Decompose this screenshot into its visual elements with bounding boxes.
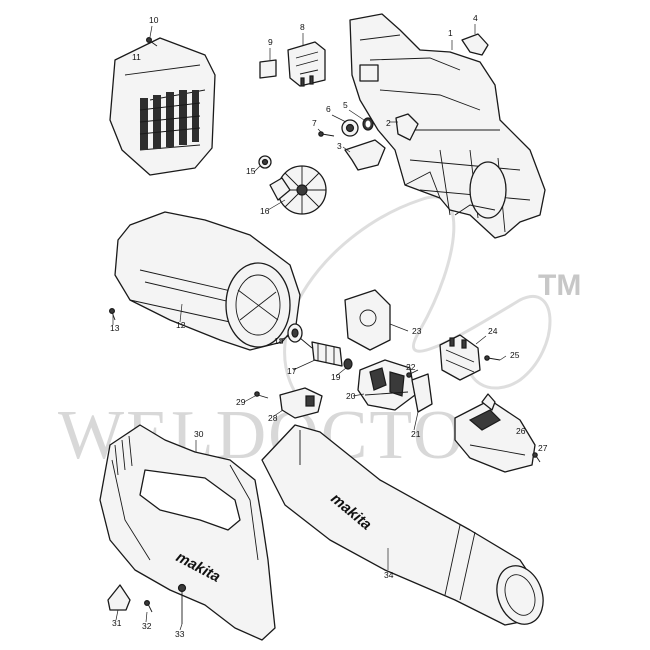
callout-34: 34 bbox=[384, 570, 394, 580]
callout-12: 12 bbox=[176, 320, 186, 330]
part-16-fan bbox=[269, 165, 327, 215]
leader-line-6 bbox=[331, 114, 347, 123]
part-11-fan-shroud bbox=[109, 37, 216, 176]
part-26-rear-cover bbox=[454, 393, 536, 473]
part-15-nut bbox=[258, 155, 272, 169]
part-2-switch-lever bbox=[395, 113, 419, 141]
leader-line-17 bbox=[292, 359, 316, 371]
leader-line-10 bbox=[149, 25, 153, 38]
watermark-swoosh bbox=[283, 195, 552, 401]
callout-30: 30 bbox=[194, 429, 204, 439]
part-9-pad bbox=[259, 59, 277, 79]
callout-8: 8 bbox=[300, 22, 305, 32]
part-23-plate bbox=[344, 289, 391, 351]
part-20-stator bbox=[357, 359, 416, 411]
leader-line-12 bbox=[179, 303, 183, 323]
callout-7: 7 bbox=[312, 118, 317, 128]
part-1-main-housing bbox=[349, 13, 546, 239]
leader-line-28 bbox=[273, 409, 284, 417]
callout-29: 29 bbox=[236, 397, 246, 407]
callout-6: 6 bbox=[326, 104, 331, 114]
callout-11: 11 bbox=[132, 52, 141, 62]
leader-line-20 bbox=[352, 393, 365, 397]
part-21-bracket bbox=[411, 373, 433, 413]
callout-24: 24 bbox=[488, 326, 498, 336]
part-24-controller bbox=[439, 334, 481, 381]
watermark-trademark: TM bbox=[538, 269, 581, 302]
part-28-switch-unit bbox=[279, 387, 323, 419]
callout-3: 3 bbox=[337, 141, 342, 151]
callout-25: 25 bbox=[510, 350, 520, 360]
leader-line-3 bbox=[342, 146, 351, 153]
leader-line-24 bbox=[475, 335, 487, 345]
part-34-nozzle: makita bbox=[261, 424, 544, 626]
part-13-screw bbox=[108, 308, 116, 321]
callout-5: 5 bbox=[343, 100, 348, 110]
part-29-screw bbox=[254, 391, 269, 399]
part-3-trigger bbox=[344, 139, 386, 171]
leader-line-29 bbox=[243, 395, 256, 403]
leader-line-19 bbox=[335, 367, 347, 377]
callout-33: 33 bbox=[175, 629, 185, 639]
part-17-rotor bbox=[299, 337, 343, 367]
callout-13: 13 bbox=[110, 323, 120, 333]
callout-21: 21 bbox=[411, 429, 421, 439]
callout-10: 10 bbox=[149, 15, 159, 25]
leader-line-32 bbox=[145, 611, 148, 623]
leader-line-25 bbox=[499, 355, 507, 361]
callout-17: 17 bbox=[287, 366, 297, 376]
callout-19: 19 bbox=[331, 372, 341, 382]
leader-line-21 bbox=[413, 411, 419, 431]
part-8-terminal bbox=[287, 41, 326, 87]
part-27-screw bbox=[532, 452, 541, 463]
callout-2: 2 bbox=[386, 118, 391, 128]
part-25-screw bbox=[484, 355, 501, 361]
part-4-clip bbox=[461, 33, 489, 56]
callout-16: 16 bbox=[260, 206, 270, 216]
callout-4: 4 bbox=[473, 13, 478, 23]
leader-line-18 bbox=[279, 335, 290, 341]
callout-20: 20 bbox=[346, 391, 356, 401]
callout-27: 27 bbox=[538, 443, 548, 453]
part-30-housing-half: makita bbox=[99, 424, 276, 641]
callout-26: 26 bbox=[516, 426, 526, 436]
callout-28: 28 bbox=[268, 413, 278, 423]
leader-line-33 bbox=[179, 623, 183, 631]
leader-line-7 bbox=[317, 128, 323, 134]
leader-line-16 bbox=[267, 199, 286, 211]
callout-31: 31 bbox=[112, 618, 122, 628]
callout-23: 23 bbox=[412, 326, 422, 336]
leader-line-15 bbox=[253, 165, 261, 173]
callout-32: 32 bbox=[142, 621, 152, 631]
part-22-sensor bbox=[406, 369, 419, 378]
callout-18: 18 bbox=[274, 336, 284, 346]
leader-line-23 bbox=[389, 323, 409, 332]
callout-15: 15 bbox=[246, 166, 256, 176]
part-6-knob bbox=[341, 119, 359, 137]
part-33-bolt bbox=[177, 583, 187, 624]
part-12-inner-housing bbox=[114, 211, 301, 351]
callout-9: 9 bbox=[268, 37, 273, 47]
part-32-screw bbox=[144, 599, 153, 613]
part-10-screw bbox=[146, 36, 158, 47]
callout-22: 22 bbox=[406, 362, 416, 372]
part-19-ring bbox=[343, 358, 353, 370]
callout-1: 1 bbox=[448, 28, 453, 38]
part-31-label bbox=[107, 584, 131, 611]
leader-line-5 bbox=[348, 109, 365, 121]
leader-line-31 bbox=[115, 609, 119, 621]
